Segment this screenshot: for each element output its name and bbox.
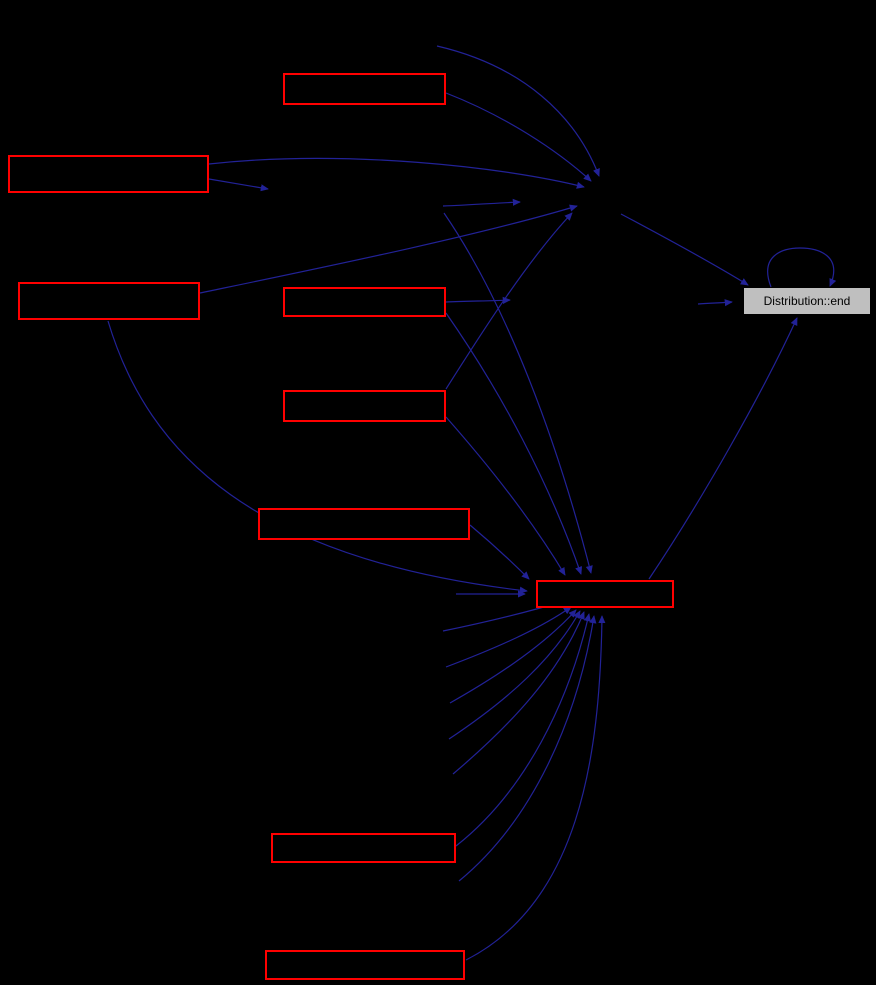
edge-curve bbox=[449, 609, 577, 704]
edge-curve bbox=[465, 615, 606, 961]
edge-curve bbox=[767, 247, 837, 288]
edge-curve bbox=[442, 198, 521, 207]
edge-curve bbox=[452, 611, 585, 775]
edge-curve bbox=[620, 213, 749, 286]
edge-curve bbox=[445, 296, 511, 304]
end-node-label: Distribution::end bbox=[763, 294, 851, 308]
graph-node-5[interactable] bbox=[283, 390, 446, 422]
edge-curve bbox=[458, 615, 597, 882]
graph-node-7[interactable] bbox=[536, 580, 674, 608]
graph-node-3[interactable] bbox=[18, 282, 200, 320]
edge-curve bbox=[443, 212, 593, 574]
graph-node-2[interactable] bbox=[8, 155, 209, 193]
graph-node-9[interactable] bbox=[265, 950, 465, 980]
edge-curve bbox=[208, 157, 585, 189]
graph-node-1[interactable] bbox=[283, 73, 446, 105]
edge-curve bbox=[697, 299, 733, 307]
edge-curve bbox=[445, 312, 583, 575]
graph-node-6[interactable] bbox=[258, 508, 470, 540]
edge-curve bbox=[107, 320, 528, 594]
edge-curve bbox=[648, 317, 798, 580]
edge-curve bbox=[436, 45, 600, 177]
edge-curve bbox=[445, 416, 566, 576]
edge-curve bbox=[445, 606, 572, 668]
edge-curve bbox=[469, 524, 530, 580]
edge-curve bbox=[208, 178, 269, 192]
edge-curve bbox=[199, 204, 578, 294]
edge-curve bbox=[448, 610, 581, 740]
edge-curve bbox=[455, 613, 591, 847]
graph-node-8[interactable] bbox=[271, 833, 456, 863]
edge-curve bbox=[445, 92, 592, 182]
graph-node-4[interactable] bbox=[283, 287, 446, 317]
graph-node-end[interactable]: Distribution::end bbox=[744, 288, 870, 314]
